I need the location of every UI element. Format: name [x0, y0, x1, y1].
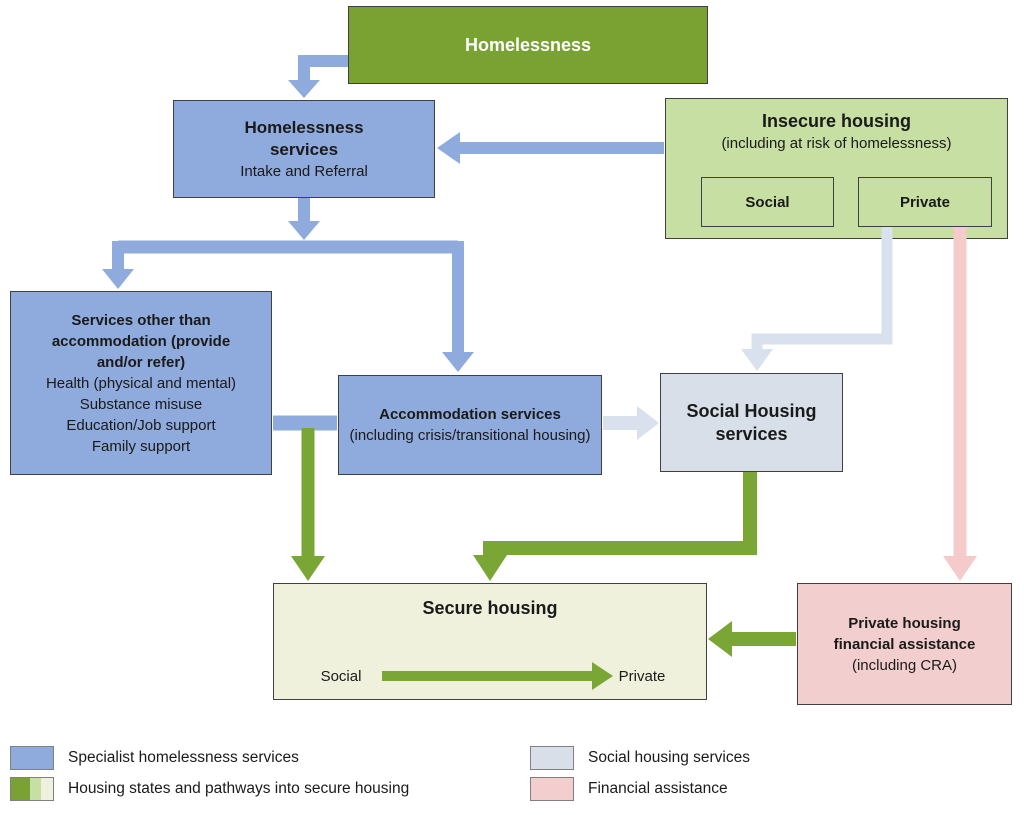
legend-item-specialist-homelessness: Specialist homelessness services: [10, 746, 299, 770]
arrow-head: [741, 349, 773, 371]
arrow-head: [102, 269, 134, 289]
arrow-shaft: [483, 472, 757, 556]
node-insecure-social: Social: [701, 177, 834, 227]
arrow-private-to-social-housing: [741, 227, 893, 371]
legend-swatch-green-tricolor: [10, 777, 54, 801]
arrow-shaft: [751, 227, 893, 350]
secure-private-label: Private: [618, 668, 666, 685]
node-list-item: Substance misuse: [79, 395, 203, 413]
arrow-head: [288, 80, 320, 98]
arrow-homelessness-to-services: [288, 55, 348, 98]
arrow-services-other-to-secure: [291, 428, 325, 581]
legend-item-financial-assistance: Financial assistance: [530, 777, 728, 801]
arrow-accommodation-to-social-housing: [603, 406, 659, 440]
node-homelessness: Homelessness: [348, 6, 708, 84]
arrow-social-housing-to-secure: [473, 472, 757, 581]
arrow-head: [473, 555, 507, 581]
legend-swatch-pink: [530, 777, 574, 801]
swatch-band-light-green: [29, 778, 42, 800]
secure-social-label: Social: [320, 668, 362, 685]
node-subtitle: (including crisis/transitional housing): [349, 427, 591, 444]
swatch-band-dark-green: [11, 778, 30, 800]
arrow-shaft: [298, 55, 348, 81]
node-title: Insecure housing: [761, 111, 912, 131]
node-homelessness-services: Homelessness services Intake and Referra…: [173, 100, 435, 198]
arrow-private-to-financial-assistance: [943, 227, 977, 581]
node-subtitle: Intake and Referral: [240, 162, 368, 180]
node-social-housing-services: Social Housing services: [660, 373, 843, 472]
node-title: Homelessness: [464, 34, 592, 55]
sub-box-label: Social: [745, 193, 790, 211]
arrow-head: [437, 132, 460, 164]
swatch-band-pale-green: [41, 778, 53, 800]
arrow-head: [442, 352, 474, 372]
legend-swatch-blue: [10, 746, 54, 770]
node-list-item: Health (physical and mental): [45, 374, 237, 392]
node-title: Secure housing: [422, 598, 558, 618]
arrow-insecure-to-services: [437, 132, 664, 164]
node-title: Private housing financial assistance: [833, 614, 976, 653]
arrow-head: [637, 406, 659, 440]
legend-item-housing-states: Housing states and pathways into secure …: [10, 777, 409, 801]
node-title: Homelessness services: [244, 117, 364, 159]
node-insecure-private: Private: [858, 177, 992, 227]
node-insecure-housing: Insecure housing (including at risk of h…: [665, 98, 1008, 239]
node-private-housing-financial-assistance: Private housing financial assistance (in…: [797, 583, 1012, 705]
legend-label: Specialist homelessness services: [68, 749, 299, 766]
legend-label: Social housing services: [588, 749, 750, 766]
node-list-item: Education/Job support: [66, 416, 216, 434]
node-services-other-than-accommodation: Services other than accommodation (provi…: [10, 291, 272, 475]
legend-item-social-housing-services: Social housing services: [530, 746, 750, 770]
arrow-head: [708, 621, 732, 657]
node-subtitle: (including CRA): [851, 656, 958, 674]
node-title: Accommodation services: [379, 406, 561, 423]
sub-box-label: Private: [899, 193, 951, 211]
node-list-item: Family support: [91, 437, 191, 455]
legend-label: Housing states and pathways into secure …: [68, 780, 410, 797]
node-accommodation-services: Accommodation services (including crisis…: [338, 375, 602, 475]
legend-swatch-pale-blue: [530, 746, 574, 770]
arrow-head: [291, 556, 325, 581]
arrow-head: [943, 556, 977, 581]
legend-label: Financial assistance: [588, 780, 728, 797]
node-subtitle: (including at risk of homelessness): [721, 135, 952, 152]
arrow-financial-to-secure: [708, 621, 796, 657]
arrow-head: [288, 221, 320, 240]
node-title: Social Housing services: [686, 400, 817, 444]
node-secure-housing: Secure housing Social Private: [273, 583, 707, 700]
node-title: Services other than accommodation (provi…: [51, 311, 231, 371]
